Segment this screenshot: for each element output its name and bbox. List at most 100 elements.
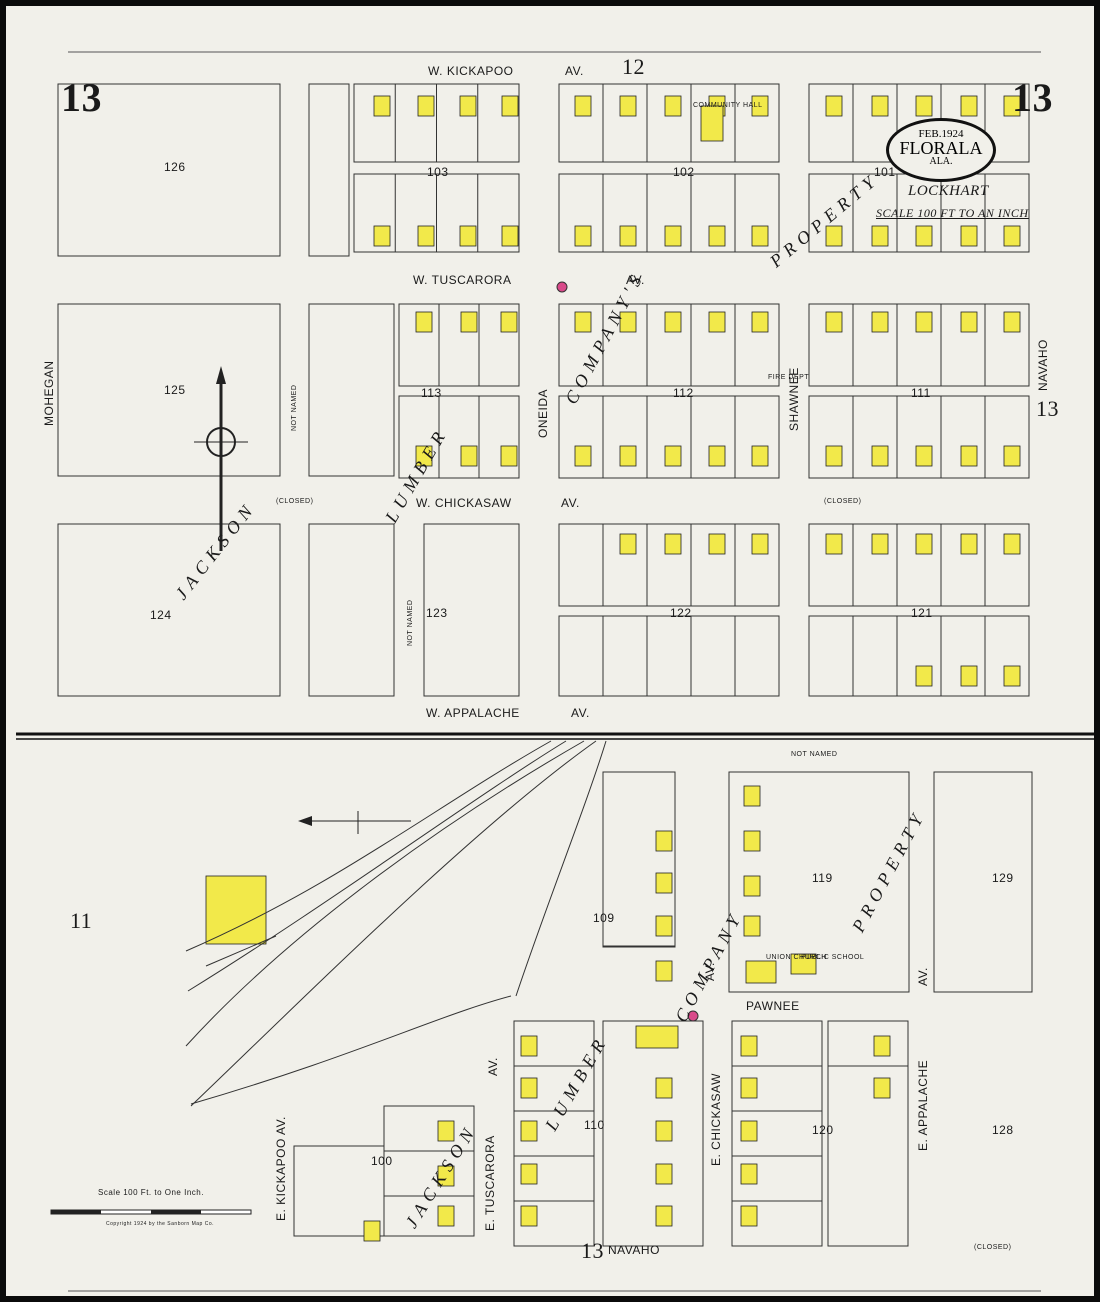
- block-number: 128: [992, 1123, 1014, 1137]
- street-w-chickasaw: W. CHICKASAW: [416, 496, 512, 510]
- dwelling: [708, 533, 726, 555]
- street-w-appalache: W. APPALACHE: [426, 706, 520, 720]
- dwelling: [437, 1205, 455, 1227]
- dwelling: [751, 225, 769, 247]
- dwelling: [960, 665, 978, 687]
- hydrant-marker: [687, 1010, 699, 1022]
- dwelling: [825, 311, 843, 333]
- dwelling: [751, 445, 769, 467]
- city-block: [808, 523, 1030, 607]
- dwelling: [655, 830, 673, 852]
- closed-note: (CLOSED): [276, 498, 314, 505]
- dwelling: [655, 960, 673, 982]
- dwelling: [751, 95, 769, 117]
- block-number: 119: [812, 871, 833, 885]
- dwelling: [655, 1120, 673, 1142]
- dwelling: [664, 95, 682, 117]
- dwelling: [417, 225, 435, 247]
- dwelling: [743, 875, 761, 897]
- block-number: 122: [670, 606, 692, 620]
- public-school-label: PUBLIC SCHOOL: [801, 954, 865, 961]
- block-number: 103: [427, 165, 449, 179]
- dwelling: [1003, 311, 1021, 333]
- dwelling: [363, 1220, 381, 1242]
- block-number: 102: [673, 165, 695, 179]
- dwelling: [1003, 225, 1021, 247]
- dwelling: [655, 1077, 673, 1099]
- street-navaho: NAVAHO: [1036, 339, 1050, 391]
- dwelling: [708, 445, 726, 467]
- dwelling: [520, 1035, 538, 1057]
- dwelling: [501, 225, 519, 247]
- scale-note: SCALE 100 FT TO AN INCH: [876, 206, 1029, 220]
- city-block: [933, 771, 1033, 993]
- dwelling: [825, 445, 843, 467]
- block-number: 121: [911, 606, 933, 620]
- city-block: [558, 395, 780, 479]
- city-block: [398, 395, 520, 479]
- street-not-named: NOT NAMED: [407, 599, 414, 646]
- closed-note: (CLOSED): [974, 1244, 1012, 1251]
- city-block: [308, 303, 395, 477]
- dwelling: [655, 872, 673, 894]
- city-block: [423, 523, 520, 697]
- dwelling: [655, 1205, 673, 1227]
- dwelling: [960, 225, 978, 247]
- sanborn-map-sheet: FEB.1924 FLORALA ALA. LOCKHART SCALE 100…: [6, 6, 1094, 1296]
- city-label: FLORALA: [899, 138, 983, 158]
- block-number: 111: [911, 386, 931, 400]
- dwelling: [740, 1035, 758, 1057]
- street-e-chickasaw: E. CHICKASAW: [709, 1073, 723, 1166]
- dwelling: [437, 1165, 455, 1187]
- dwelling: [740, 1205, 758, 1227]
- city-block: [558, 173, 780, 253]
- title-cartouche: FEB.1924 FLORALA ALA.: [886, 118, 996, 182]
- block-number: 129: [992, 871, 1014, 885]
- block-number: 112: [673, 386, 694, 400]
- lockhart-label: LOCKHART: [908, 183, 989, 199]
- city-block: [602, 771, 676, 948]
- dwelling: [415, 311, 433, 333]
- street-navaho-bottom: NAVAHO: [608, 1243, 660, 1257]
- dwelling: [664, 533, 682, 555]
- city-block: [398, 303, 520, 387]
- dwelling: [664, 225, 682, 247]
- public-school: [790, 953, 817, 975]
- sheet-number-right: 13: [1012, 75, 1053, 120]
- map-linework: [16, 51, 1094, 1292]
- dwelling: [871, 533, 889, 555]
- block-number: 100: [371, 1154, 393, 1168]
- dwelling: [501, 95, 519, 117]
- dwelling: [437, 1120, 455, 1142]
- closed-note: (CLOSED): [824, 498, 862, 505]
- dwelling: [373, 225, 391, 247]
- dwelling: [825, 95, 843, 117]
- copyright-note: Copyright 1924 by the Sanborn Map Co.: [106, 1221, 214, 1227]
- dwelling: [1003, 665, 1021, 687]
- scale-bar: [50, 1209, 252, 1215]
- union-church: [745, 960, 777, 984]
- block-number: 124: [150, 608, 172, 622]
- city-block: [308, 523, 395, 697]
- city-block: [728, 771, 910, 993]
- dwelling: [655, 915, 673, 937]
- direction-arrow: [298, 811, 411, 834]
- mill-building: [205, 875, 267, 945]
- street-av: AV.: [565, 64, 584, 78]
- street-av: AV.: [561, 496, 580, 510]
- dwelling: [500, 445, 518, 467]
- dwelling: [751, 311, 769, 333]
- dwelling: [520, 1205, 538, 1227]
- dwelling: [960, 311, 978, 333]
- north-arrow: [194, 366, 248, 551]
- city-block: [731, 1020, 823, 1247]
- block-number: 120: [812, 1123, 834, 1137]
- dwelling: [373, 95, 391, 117]
- community-hall: [700, 105, 724, 142]
- dwelling: [915, 95, 933, 117]
- date-label: FEB.1924: [918, 128, 964, 140]
- city-block: [308, 83, 350, 257]
- block-number: 109: [593, 911, 615, 925]
- union-church-label: UNION CHURCH: [766, 954, 827, 961]
- dwelling: [708, 225, 726, 247]
